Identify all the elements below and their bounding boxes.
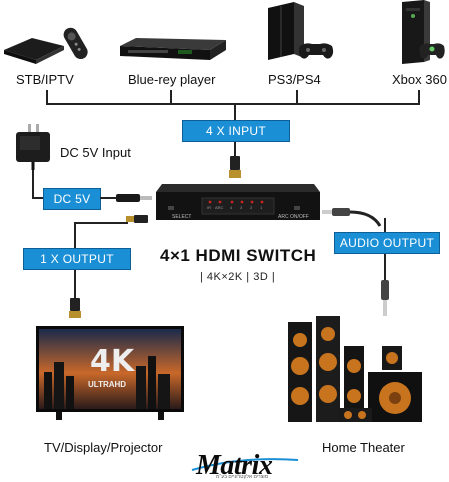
xbox-icon — [402, 0, 445, 64]
hdmi-switch-device — [156, 184, 320, 220]
output-box: 1 X OUTPUT — [23, 248, 131, 270]
audio-cable-v2 — [384, 254, 386, 282]
input-box: 4 X INPUT — [182, 120, 290, 142]
dc-plug-icon — [116, 194, 152, 202]
indicator-ir: IR — [207, 205, 211, 210]
output-cable-v1 — [74, 222, 76, 248]
stb-icon — [4, 27, 88, 64]
indicator-arc: ARC — [215, 205, 224, 210]
hdmi-output-plug-icon — [126, 215, 148, 223]
brand-tagline: מוצרים אלקטרוניים בע"מ — [216, 474, 269, 480]
input-bus — [46, 103, 420, 105]
device-title: 4×1 HDMI SWITCH — [160, 246, 317, 265]
power-input-label: DC 5V Input — [60, 145, 131, 160]
ps4-icon — [268, 2, 334, 60]
source-label-ps: PS3/PS4 — [268, 72, 321, 87]
bluray-player-icon — [120, 38, 226, 60]
power-cable-v — [32, 170, 34, 198]
input-cable — [234, 142, 236, 158]
audio-cable-v1 — [384, 218, 386, 232]
output-cable-h — [74, 222, 128, 224]
bus-drop-ps — [296, 90, 298, 104]
home-theater-label: Home Theater — [322, 440, 405, 455]
indicator-4: 4 — [230, 205, 233, 210]
bus-drop-xbox — [418, 90, 420, 104]
tv-4k-badge: 4K — [90, 344, 135, 379]
bus-drop-stb — [46, 90, 48, 104]
bus-drop-bluray — [170, 90, 172, 104]
power-adapter-icon — [16, 124, 50, 170]
hdmi-plug-icon — [229, 156, 241, 178]
power-cable-h — [32, 197, 44, 199]
select-button-label: SELECT — [172, 214, 192, 220]
indicator-3: 3 — [240, 205, 243, 210]
input-feed — [234, 103, 236, 121]
source-label-xbox: Xbox 360 — [392, 72, 447, 87]
source-label-stb: STB/IPTV — [16, 72, 74, 87]
brand-logo: Matrix — [196, 450, 273, 481]
tv-label: TV/Display/Projector — [44, 440, 163, 455]
home-theater-icon — [288, 316, 422, 422]
audio-box: AUDIO OUTPUT — [334, 232, 440, 254]
arc-button-label: ARC ON/OFF — [278, 214, 309, 220]
power-cable-to-device — [100, 197, 118, 199]
device-subtitle: | 4K×2K | 3D | — [200, 271, 276, 283]
power-box: DC 5V — [43, 188, 101, 210]
indicator-1: 1 — [260, 205, 263, 210]
brand-swoosh-icon — [191, 458, 299, 471]
audio-jack-icon — [322, 208, 382, 227]
indicator-2: 2 — [250, 205, 253, 210]
tv-ultrahd-badge: ULTRAHD — [88, 380, 127, 389]
hdmi-tv-plug-icon — [69, 298, 81, 318]
source-label-bluray: Blue-rey player — [128, 72, 216, 87]
tv-display-icon — [36, 326, 184, 420]
output-cable-v2 — [74, 270, 76, 300]
audio-plug-icon — [381, 280, 389, 316]
